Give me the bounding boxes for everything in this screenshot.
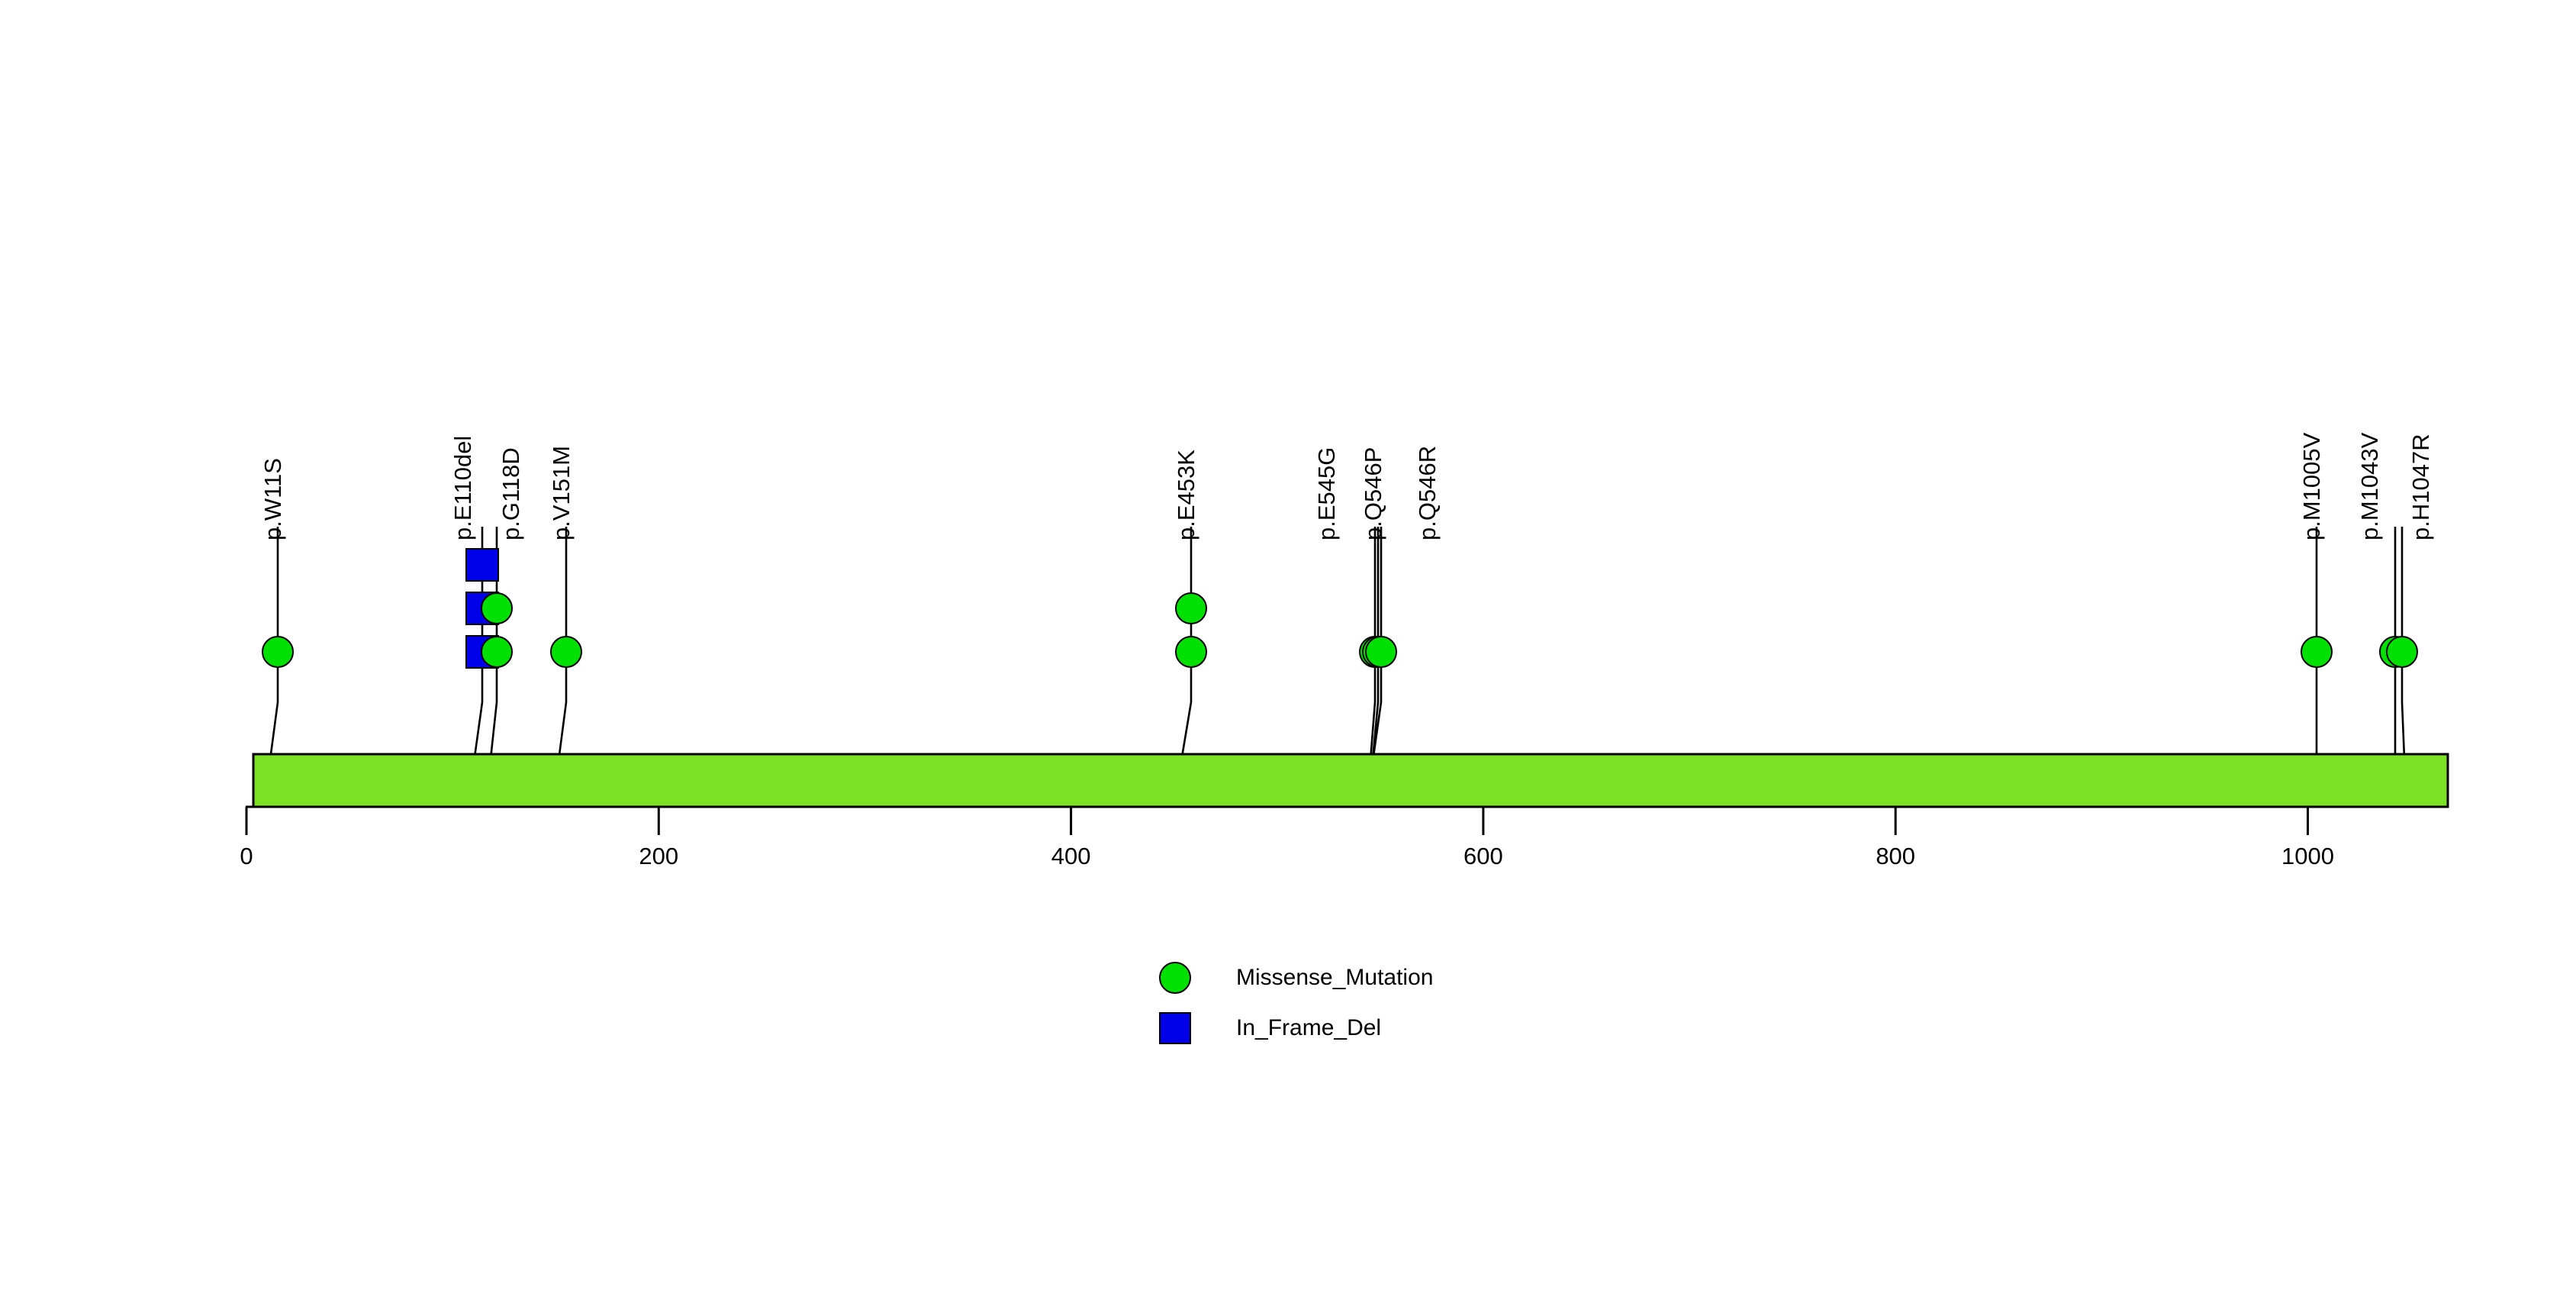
mutation-label: p.Q546R	[1414, 445, 1441, 540]
x-axis-tick-label: 800	[1876, 843, 1916, 869]
mutation-label: p.G118D	[497, 447, 524, 540]
mutation-label: p.Q546P	[1360, 447, 1386, 540]
mutation-markers-group	[262, 548, 2418, 669]
x-axis-tick-label: 0	[240, 843, 253, 869]
legend-label: Missense_Mutation	[1236, 965, 1434, 990]
mutation-marker-square[interactable]	[465, 548, 499, 582]
legend-swatch-square[interactable]	[1159, 1012, 1191, 1044]
mutation-marker-circle[interactable]	[1365, 636, 1397, 668]
protein-bar-group	[252, 753, 2449, 808]
x-axis-tick-label: 1000	[2281, 843, 2334, 869]
x-axis-tick-label: 200	[639, 843, 679, 869]
legend-swatch-circle[interactable]	[1159, 962, 1191, 994]
mutation-marker-circle[interactable]	[262, 636, 294, 668]
legend-markers-group	[1159, 962, 1191, 1044]
mutation-marker-circle[interactable]	[481, 636, 513, 668]
mutation-label: p.H1047R	[2407, 434, 2434, 540]
mutation-label: p.E453K	[1173, 450, 1199, 540]
mutation-marker-circle[interactable]	[2301, 636, 2333, 668]
mutation-marker-circle[interactable]	[1175, 592, 1207, 624]
mutation-label: p.V151M	[548, 445, 575, 540]
mutation-marker-circle[interactable]	[550, 636, 582, 668]
legend-label: In_Frame_Del	[1236, 1015, 1382, 1040]
mutation-label: p.E545G	[1313, 447, 1340, 540]
x-axis-tick-label: 600	[1463, 843, 1503, 869]
protein-bar	[252, 753, 2449, 808]
mutation-marker-circle[interactable]	[1175, 636, 1207, 668]
mutation-label: p.W11S	[259, 458, 286, 540]
mutation-marker-circle[interactable]	[2386, 636, 2418, 668]
mutation-label: p.E110del	[449, 435, 476, 540]
x-axis-group	[245, 805, 2448, 835]
mutation-label: p.M1043V	[2356, 432, 2383, 540]
mutation-label: p.M1005V	[2298, 432, 2325, 540]
x-axis-tick-label: 400	[1051, 843, 1091, 869]
mutation-marker-circle[interactable]	[481, 592, 513, 624]
